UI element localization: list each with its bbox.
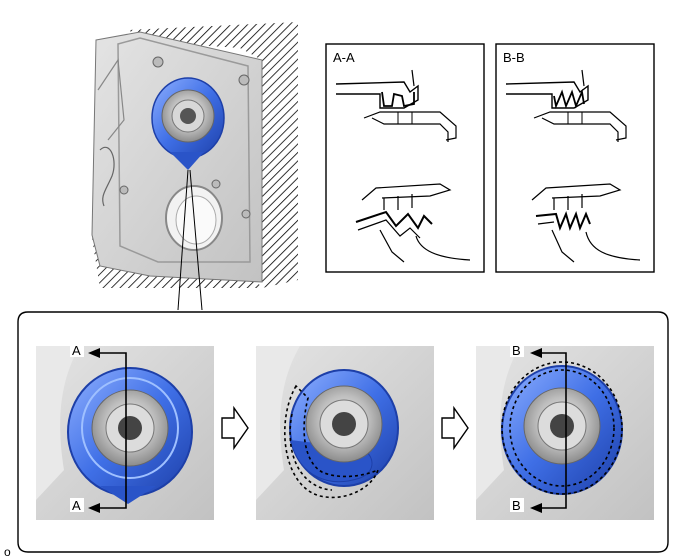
detail-box: A A [17,311,669,553]
section-label-a: A-A [333,50,355,65]
section-view-b: B-B [495,43,655,273]
cutting-plane-a-bottom-label: A [72,498,81,513]
step-arrow-icon [221,405,249,451]
cutting-plane-b-top-label: B [512,343,521,358]
dotted-outline [509,369,615,487]
figure-code: o [4,545,11,559]
step-arrow-icon [441,405,469,451]
cutting-plane-b-bottom-label: B [512,498,521,513]
overview-illustration [91,22,298,288]
dotted-outline [501,361,623,495]
dotted-outline [284,384,380,499]
dotted-outline [289,413,333,491]
detail-step-3: B B [476,343,654,520]
cutting-plane-a [98,352,127,509]
detail-step-1: A A [36,343,214,520]
detail-step-2 [256,346,434,520]
section-view-a: A-A [325,43,485,273]
cutting-plane-b [540,352,567,509]
cutting-plane-a-top-label: A [72,343,81,358]
section-label-b: B-B [503,50,525,65]
hatching [128,22,298,288]
